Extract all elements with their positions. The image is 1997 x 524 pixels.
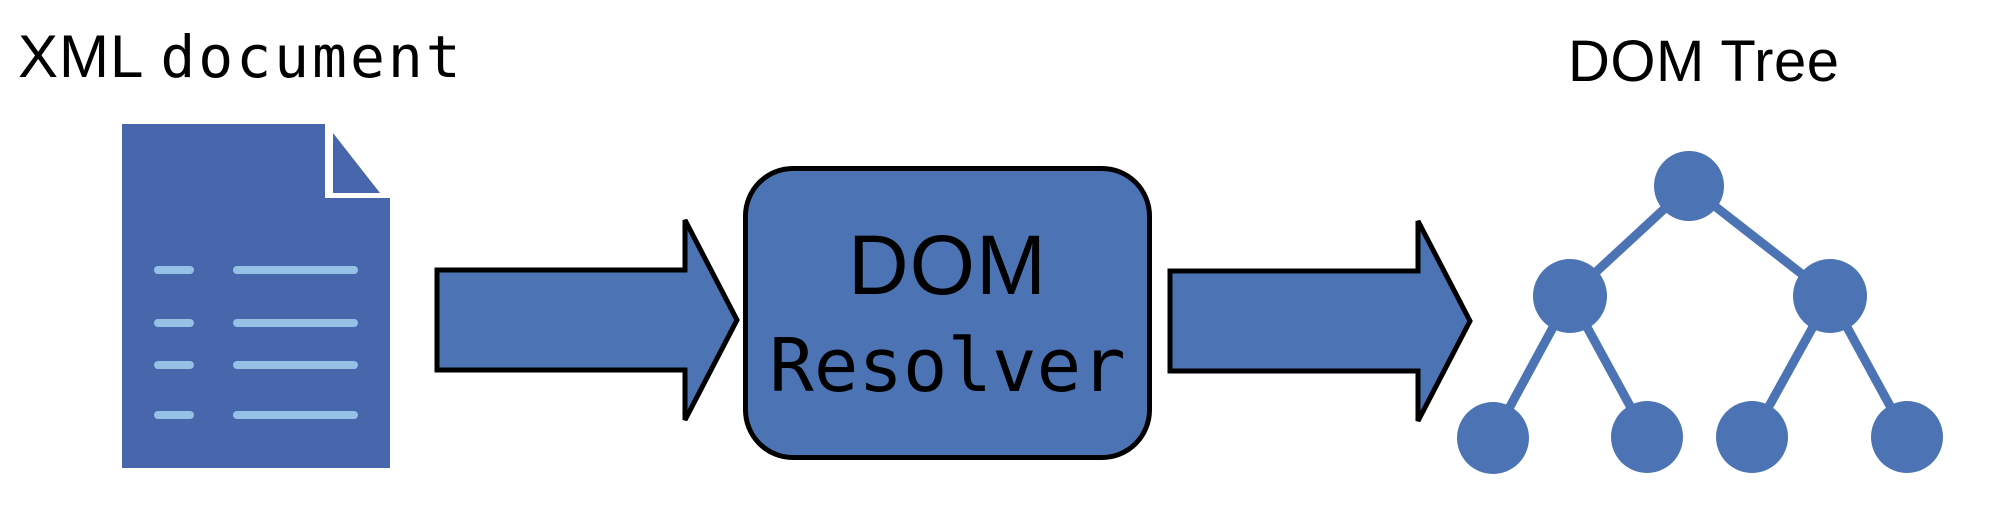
dom-tree-label: DOM Tree — [1568, 28, 1840, 95]
flow-arrow-right-icon-1 — [434, 218, 740, 422]
tree-node-left — [1533, 259, 1607, 333]
tree-node-leaf-2 — [1611, 401, 1683, 473]
dom-tree-label-text: DOM Tree — [1568, 29, 1840, 94]
dom-resolver-box: DOM Resolver — [743, 166, 1152, 460]
dom-resolver-label-line1: DOM — [848, 218, 1047, 312]
document-body — [122, 124, 390, 468]
xml-document-label: XML document — [18, 22, 464, 91]
arrow-shape — [434, 218, 740, 422]
xml-document-label-word2: document — [160, 23, 464, 91]
dom-tree-icon — [1457, 151, 1943, 474]
flow-arrow-right-icon-2 — [1167, 219, 1473, 423]
tree-node-leaf-3 — [1716, 401, 1788, 473]
tree-node-leaf-1 — [1457, 402, 1529, 474]
xml-document-icon — [122, 124, 390, 468]
tree-node-leaf-4 — [1871, 401, 1943, 473]
document-fold-corner-icon — [333, 133, 380, 193]
document-text-lines — [154, 266, 358, 419]
dom-resolver-label-line2: Resolver — [769, 323, 1126, 409]
tree-node-root — [1654, 151, 1724, 221]
tree-node-right — [1793, 259, 1867, 333]
arrow-shape — [1167, 219, 1473, 423]
xml-document-label-word1: XML — [18, 23, 145, 90]
